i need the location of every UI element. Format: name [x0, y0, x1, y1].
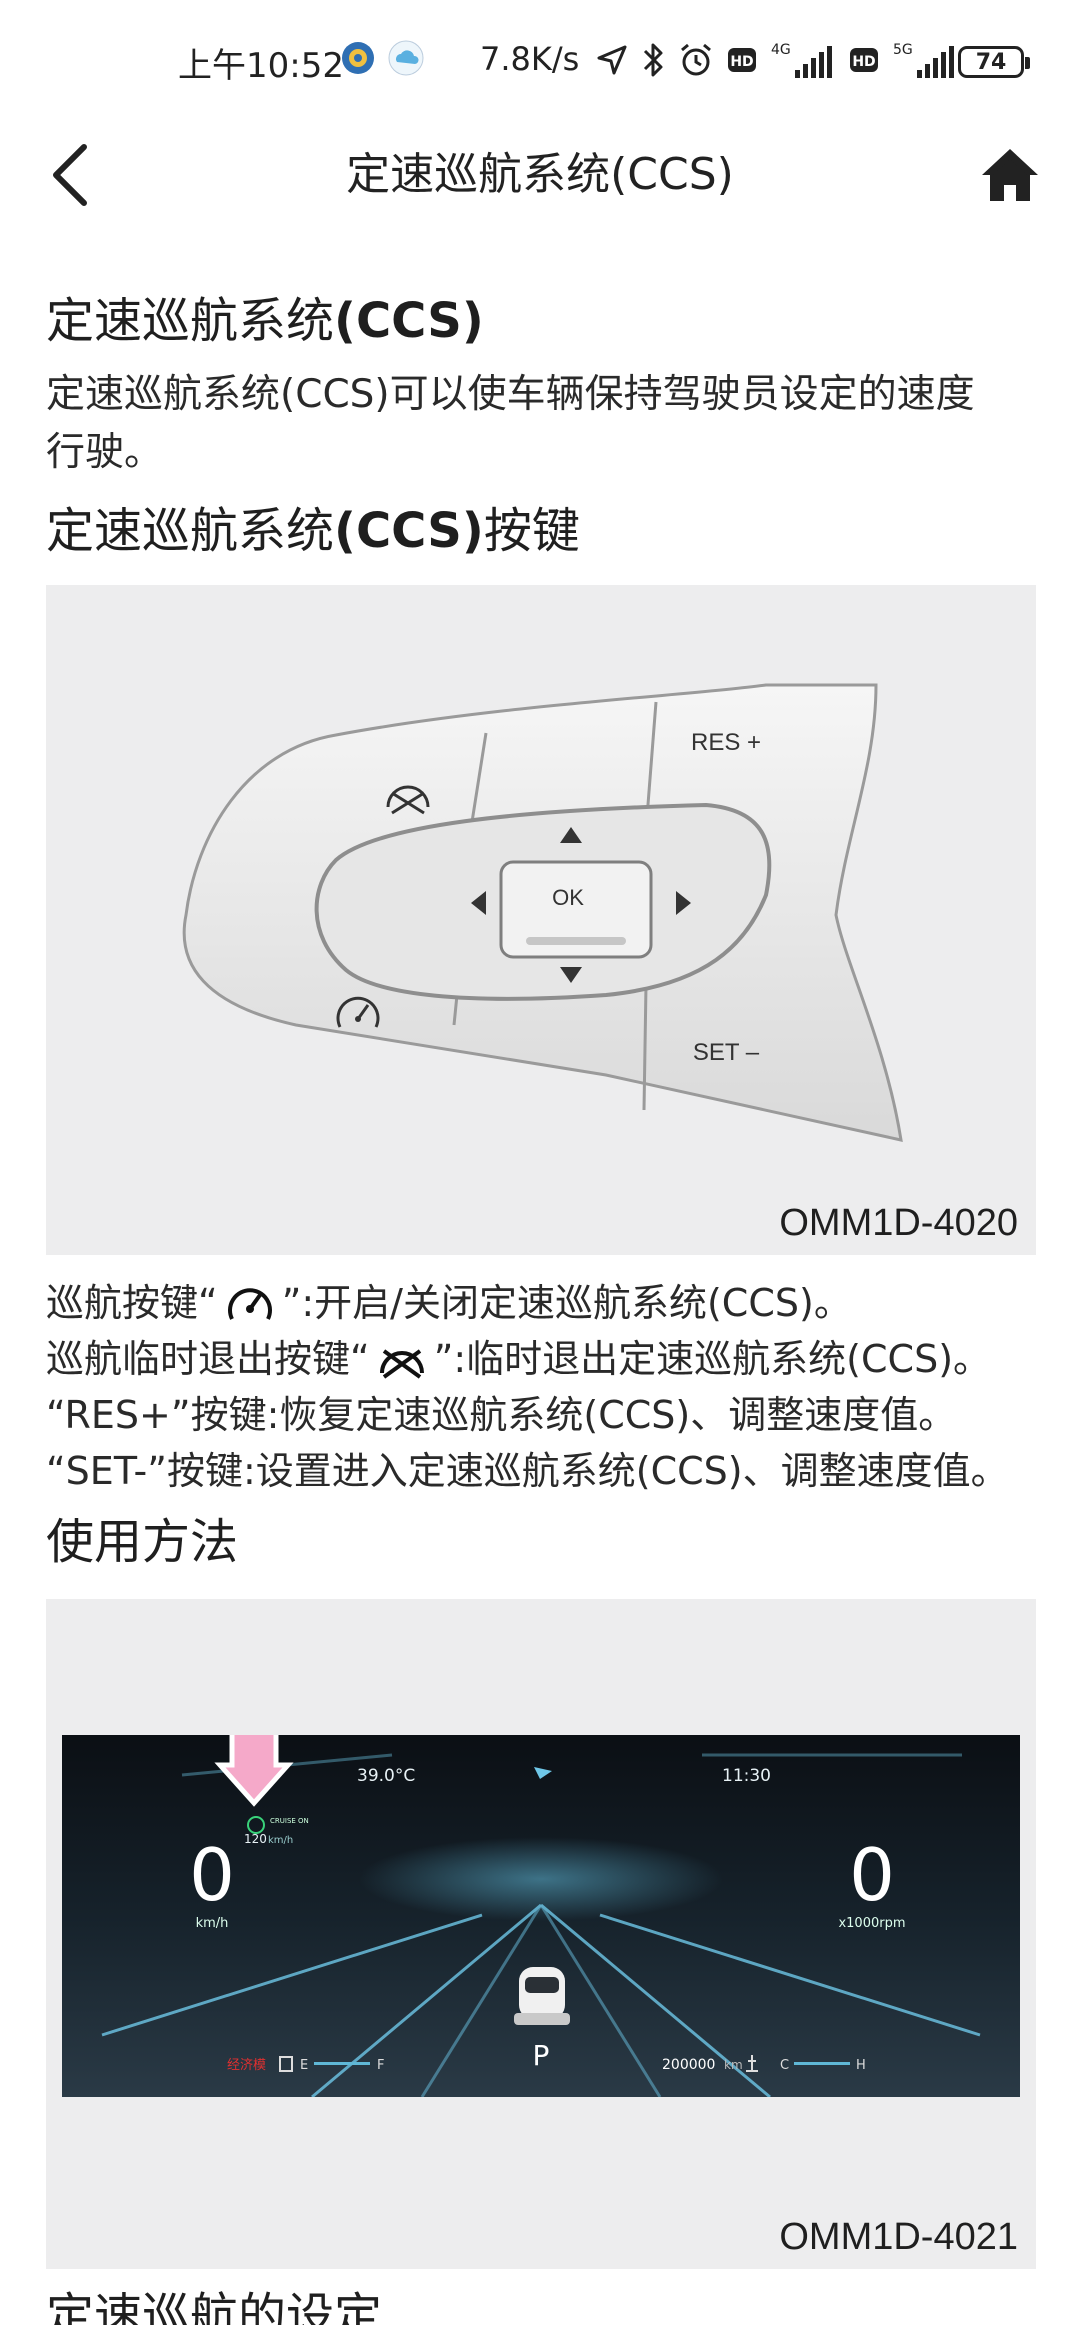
cruise-exit-icon [379, 1349, 424, 1379]
rpm-unit: x1000rpm [838, 1916, 905, 1931]
key-desc-text: ”:临时退出定速巡航系统(CCS)。 [433, 1336, 992, 1381]
figure-caption: OMM1D-4020 [779, 1201, 1018, 1244]
res-label: RES + [691, 729, 761, 756]
figure-caption: OMM1D-4021 [779, 2216, 1018, 2259]
ok-label: OK [552, 885, 584, 910]
heading-text: 定速巡航系统 [46, 293, 335, 349]
cloud-notification-icon [388, 40, 424, 76]
cruise-status-text: CRUISE ON [270, 1817, 309, 1825]
fuel-full-label: F [377, 2058, 384, 2073]
key-desc-res: “RES+”按键:恢复定速巡航系统(CCS)、调整速度值。 [46, 1392, 957, 1437]
network-speed: 7.8K/s [480, 40, 580, 78]
key-desc-text: ”:开启/关闭定速巡航系统(CCS)。 [281, 1280, 852, 1325]
location-icon [597, 45, 627, 75]
app-bar: 定速巡航系统(CCS) [0, 110, 1080, 240]
key-desc-cruise: 巡航按键“ ”:开启/关闭定速巡航系统(CCS)。 [46, 1275, 1036, 1331]
speed-unit: km/h [196, 1916, 229, 1931]
heading-bold-text: (CCS) [334, 503, 484, 560]
status-bar: 上午10:52 7.8K/s HD 4G HD 5G 74 [0, 0, 1080, 120]
svg-text:5G: 5G [893, 42, 913, 58]
car-icon [514, 1967, 570, 2026]
home-icon [982, 149, 1038, 201]
fuel-empty-label: E [300, 2058, 308, 2073]
back-button[interactable] [30, 110, 110, 240]
svg-text:4G: 4G [771, 42, 791, 58]
status-time: 上午10:52 [178, 46, 344, 86]
key-descriptions: 巡航按键“ ”:开启/关闭定速巡航系统(CCS)。 巡航临时退出按键“ ”:临时退出… [46, 1275, 1036, 1499]
cruise-indicator-arrow [214, 1735, 294, 1807]
clock: 11:30 [722, 1766, 771, 1786]
status-icons: HD 4G HD 5G [595, 40, 959, 80]
heading-text: 定速巡航系统 [46, 503, 335, 560]
section-heading-cruise-setting: 定速巡航的设定 [46, 2288, 383, 2326]
cruise-speed: 120 [244, 1832, 267, 1846]
speed-value: 0 [189, 1833, 235, 1917]
alarm-icon [681, 43, 711, 76]
key-desc-cruise-exit: 巡航临时退出按键“ ”:临时退出定速巡航系统(CCS)。 [46, 1331, 1036, 1387]
heading-bold-text: (CCS) [334, 293, 484, 349]
cruise-unit: km/h [268, 1835, 293, 1846]
set-label: SET – [693, 1039, 760, 1066]
cruise-icon [336, 996, 380, 1028]
temperature: 39.0°C [357, 1766, 415, 1786]
cruise-exit-icon [386, 785, 430, 815]
signal-5g-icon: 5G [893, 42, 954, 78]
mode-label: 经济模 [227, 2058, 266, 2073]
signal-4g-icon: 4G [771, 42, 832, 78]
page-title: 定速巡航系统(CCS) [346, 149, 734, 200]
key-desc-text: 巡航按键“ [46, 1280, 218, 1325]
temp-cold-label: C [780, 2058, 789, 2073]
cruise-icon [227, 1288, 272, 1321]
gear-indicator: P [533, 2039, 550, 2072]
hd-icon-2: HD [850, 48, 878, 72]
rpm-value: 0 [849, 1833, 895, 1917]
steering-buttons-figure: OK RES + SET – OMM1D-4020 [46, 584, 1036, 1255]
chevron-left-icon [53, 144, 87, 206]
section-heading-usage: 使用方法 [46, 1513, 239, 1570]
app-notification-icon [342, 42, 374, 74]
ccs-description: 定速巡航系统(CCS)可以使车辆保持驾驶员设定的速度行驶。 [46, 372, 975, 476]
odometer: 200000 [662, 2057, 715, 2073]
section-heading-ccs: 定速巡航系统(CCS) [46, 290, 1036, 352]
hd-icon: HD [728, 48, 756, 72]
bluetooth-icon [643, 43, 663, 77]
instrument-cluster-figure: CRUISE ON 120 km/h 39.0°C 11:30 0 km/h 0… [46, 1599, 1036, 2270]
heading-suffix-text: 按键 [483, 503, 580, 560]
svg-text:HD: HD [730, 54, 753, 70]
instrument-cluster-illustration: CRUISE ON 120 km/h 39.0°C 11:30 0 km/h 0… [62, 1735, 1020, 2098]
key-desc-text: 巡航临时退出按键“ [46, 1336, 370, 1381]
temp-hot-label: H [856, 2058, 866, 2073]
odometer-unit: km [724, 2058, 743, 2072]
battery-indicator: 74 [958, 46, 1030, 78]
section-heading-ccs-buttons: 定速巡航系统(CCS)按键 [46, 500, 1036, 562]
steering-wheel-buttons-illustration: OK RES + SET – [182, 683, 903, 1142]
svg-text:HD: HD [852, 54, 875, 70]
home-button[interactable] [970, 110, 1050, 240]
key-desc-set: “SET-”按键:设置进入定速巡航系统(CCS)、调整速度值。 [46, 1448, 1009, 1493]
content: 定速巡航系统(CCS) 定速巡航系统(CCS)可以使车辆保持驾驶员设定的速度行驶… [46, 270, 1036, 2325]
